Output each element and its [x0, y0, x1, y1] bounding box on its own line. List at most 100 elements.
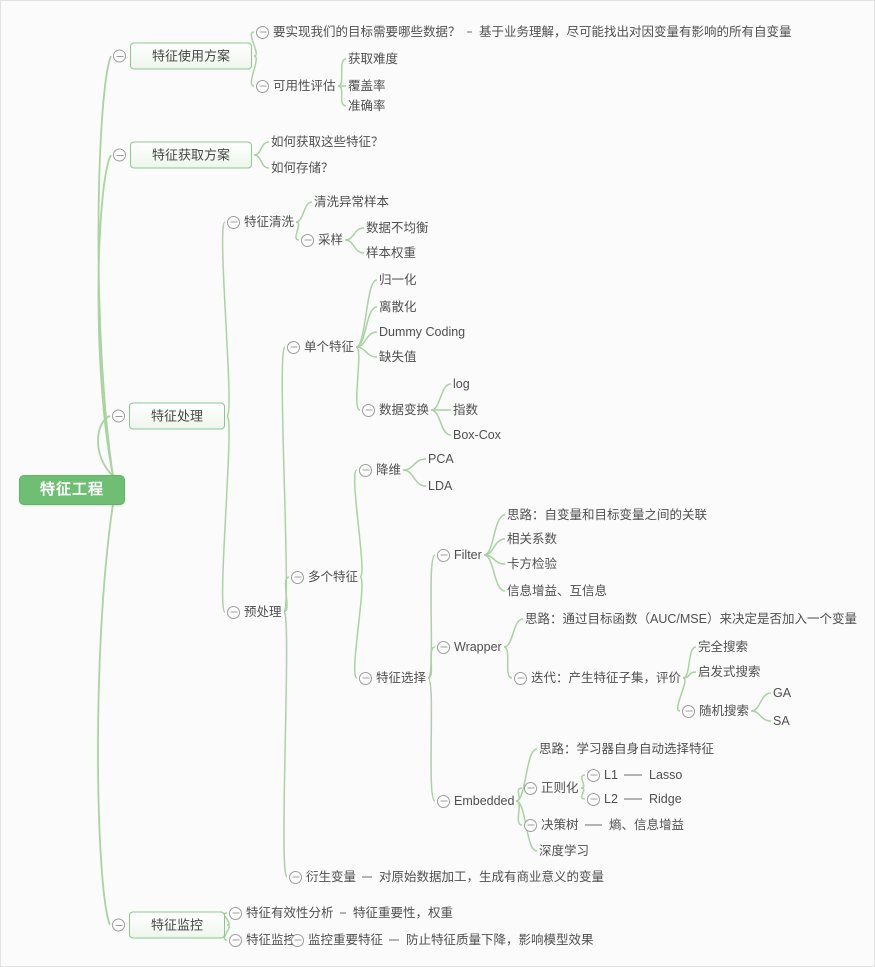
collapse-icon[interactable] — [587, 792, 600, 806]
node-acquire[interactable]: 特征获取方案 — [113, 141, 253, 169]
node-regular[interactable]: 正则化 — [524, 780, 579, 796]
collapse-icon[interactable] — [291, 570, 304, 584]
node-imbalance[interactable]: 数据不均衡 — [366, 220, 429, 236]
collapse-icon[interactable] — [112, 409, 125, 423]
node-accuracy[interactable]: 准确率 — [348, 98, 386, 114]
node-pca[interactable]: PCA — [428, 451, 454, 467]
collapse-icon[interactable] — [229, 933, 242, 947]
node-filter-idea[interactable]: 思路：自变量和目标变量之间的关联 — [507, 507, 707, 523]
node-how-store[interactable]: 如何存储？ — [271, 160, 334, 176]
node-entropy[interactable]: 熵、信息增益 — [609, 817, 684, 833]
node-preprocess[interactable]: 预处理 — [227, 604, 282, 620]
node-random[interactable]: 随机搜索 — [682, 703, 749, 719]
node-discretize[interactable]: 离散化 — [379, 299, 417, 315]
collapse-icon[interactable] — [301, 233, 314, 247]
node-label: log — [453, 377, 470, 391]
node-need[interactable]: 要实现我们的目标需要哪些数据？ — [256, 24, 461, 40]
node-sample[interactable]: 采样 — [301, 232, 343, 248]
root-topic[interactable]: 特征工程 — [19, 475, 126, 505]
node-monitor[interactable]: 特征监控 — [112, 911, 226, 939]
collapse-icon[interactable] — [229, 906, 242, 920]
node-clean-abnormal[interactable]: 清洗异常样本 — [314, 194, 389, 210]
collapse-icon[interactable] — [587, 768, 600, 782]
node-ig[interactable]: 信息增益、互信息 — [507, 583, 607, 599]
node-derived-note[interactable]: 对原始数据加工，生成有商业意义的变量 — [379, 869, 604, 885]
node-wrapper[interactable]: Wrapper — [437, 639, 502, 655]
node-emb-idea[interactable]: 思路：学习器自身自动选择特征 — [539, 741, 714, 757]
node-need-note[interactable]: 基于业务理解，尽可能找出对因变量有影响的所有自变量 — [479, 24, 792, 40]
branch-topic[interactable]: 特征监控 — [129, 911, 226, 939]
node-iterate[interactable]: 迭代：产生特征子集，评价 — [514, 670, 681, 686]
node-log[interactable]: log — [453, 376, 470, 392]
collapse-icon[interactable] — [227, 605, 240, 619]
node-label: 归一化 — [379, 273, 417, 287]
collapse-icon[interactable] — [437, 548, 450, 562]
collapse-icon[interactable] — [287, 340, 300, 354]
collapse-icon[interactable] — [524, 818, 537, 832]
collapse-icon[interactable] — [437, 794, 450, 808]
node-exp[interactable]: 指数 — [453, 402, 478, 418]
node-normalize[interactable]: 归一化 — [379, 272, 417, 288]
node-how-get[interactable]: 如何获取这些特征？ — [271, 134, 384, 150]
node-coverage[interactable]: 覆盖率 — [348, 78, 386, 94]
node-boxcox[interactable]: Box-Cox — [453, 427, 501, 443]
collapse-icon[interactable] — [682, 704, 695, 718]
node-derived[interactable]: 衍生变量 — [289, 869, 356, 885]
node-label: 特征重要性，权重 — [353, 906, 454, 920]
branch-topic[interactable]: 特征处理 — [129, 402, 226, 430]
node-lasso[interactable]: Lasso — [649, 767, 682, 783]
node-monitor2[interactable]: 特征监控 — [229, 932, 296, 948]
node-filter[interactable]: Filter — [437, 547, 482, 563]
node-ridge[interactable]: Ridge — [649, 791, 682, 807]
node-avail[interactable]: 可用性评估 — [256, 78, 336, 94]
node-single[interactable]: 单个特征 — [287, 339, 354, 355]
node-heuristic[interactable]: 启发式搜索 — [698, 664, 761, 680]
collapse-icon[interactable] — [227, 215, 240, 229]
node-corr[interactable]: 相关系数 — [507, 531, 557, 547]
node-process[interactable]: 特征处理 — [112, 402, 226, 430]
edge-transform-to-boxcox — [430, 409, 452, 436]
node-difficulty[interactable]: 获取难度 — [348, 51, 398, 67]
node-tree[interactable]: 决策树 — [524, 817, 579, 833]
node-sa[interactable]: SA — [773, 713, 790, 729]
node-usage[interactable]: 特征使用方案 — [113, 42, 253, 70]
node-clean[interactable]: 特征清洗 — [227, 214, 294, 230]
node-lda[interactable]: LDA — [428, 478, 452, 494]
node-full[interactable]: 完全搜索 — [698, 639, 748, 655]
collapse-icon[interactable] — [113, 148, 126, 162]
collapse-icon[interactable] — [112, 918, 125, 932]
node-missing[interactable]: 缺失值 — [379, 349, 417, 365]
collapse-icon[interactable] — [359, 671, 372, 685]
node-wrapper-idea[interactable]: 思路：通过目标函数（AUC/MSE）来决定是否加入一个变量 — [525, 611, 857, 627]
node-l2[interactable]: L2 — [587, 791, 618, 807]
collapse-icon[interactable] — [289, 870, 302, 884]
collapse-icon[interactable] — [524, 781, 537, 795]
node-weight[interactable]: 样本权重 — [366, 245, 416, 261]
branch-topic[interactable]: 特征获取方案 — [130, 141, 253, 169]
collapse-icon[interactable] — [256, 25, 269, 39]
node-multi[interactable]: 多个特征 — [291, 569, 358, 585]
node-dummy[interactable]: Dummy Coding — [379, 324, 465, 340]
node-l1[interactable]: L1 — [587, 767, 618, 783]
node-embedded[interactable]: Embedded — [437, 793, 514, 809]
collapse-icon[interactable] — [514, 671, 527, 685]
node-chi[interactable]: 卡方检验 — [507, 556, 557, 572]
node-select[interactable]: 特征选择 — [359, 670, 426, 686]
node-validity[interactable]: 特征有效性分析 — [229, 905, 334, 921]
node-validity-note[interactable]: 特征重要性，权重 — [353, 905, 453, 921]
collapse-icon[interactable] — [113, 49, 126, 63]
collapse-icon[interactable] — [437, 640, 450, 654]
node-dimred[interactable]: 降维 — [359, 462, 401, 478]
node-ga[interactable]: GA — [773, 685, 791, 701]
collapse-icon[interactable] — [359, 463, 372, 477]
node-transform[interactable]: 数据变换 — [362, 402, 429, 418]
edge-regular-to-l1 — [580, 774, 586, 789]
node-deep[interactable]: 深度学习 — [539, 843, 589, 859]
node-monitor-note[interactable]: 防止特征质量下降，影响模型效果 — [406, 932, 594, 948]
node-root[interactable]: 特征工程 — [19, 475, 126, 505]
node-monitor-important[interactable]: 监控重要特征 — [291, 932, 383, 948]
collapse-icon[interactable] — [362, 403, 375, 417]
collapse-icon[interactable] — [291, 933, 304, 947]
branch-topic[interactable]: 特征使用方案 — [130, 42, 253, 70]
collapse-icon[interactable] — [256, 79, 269, 93]
